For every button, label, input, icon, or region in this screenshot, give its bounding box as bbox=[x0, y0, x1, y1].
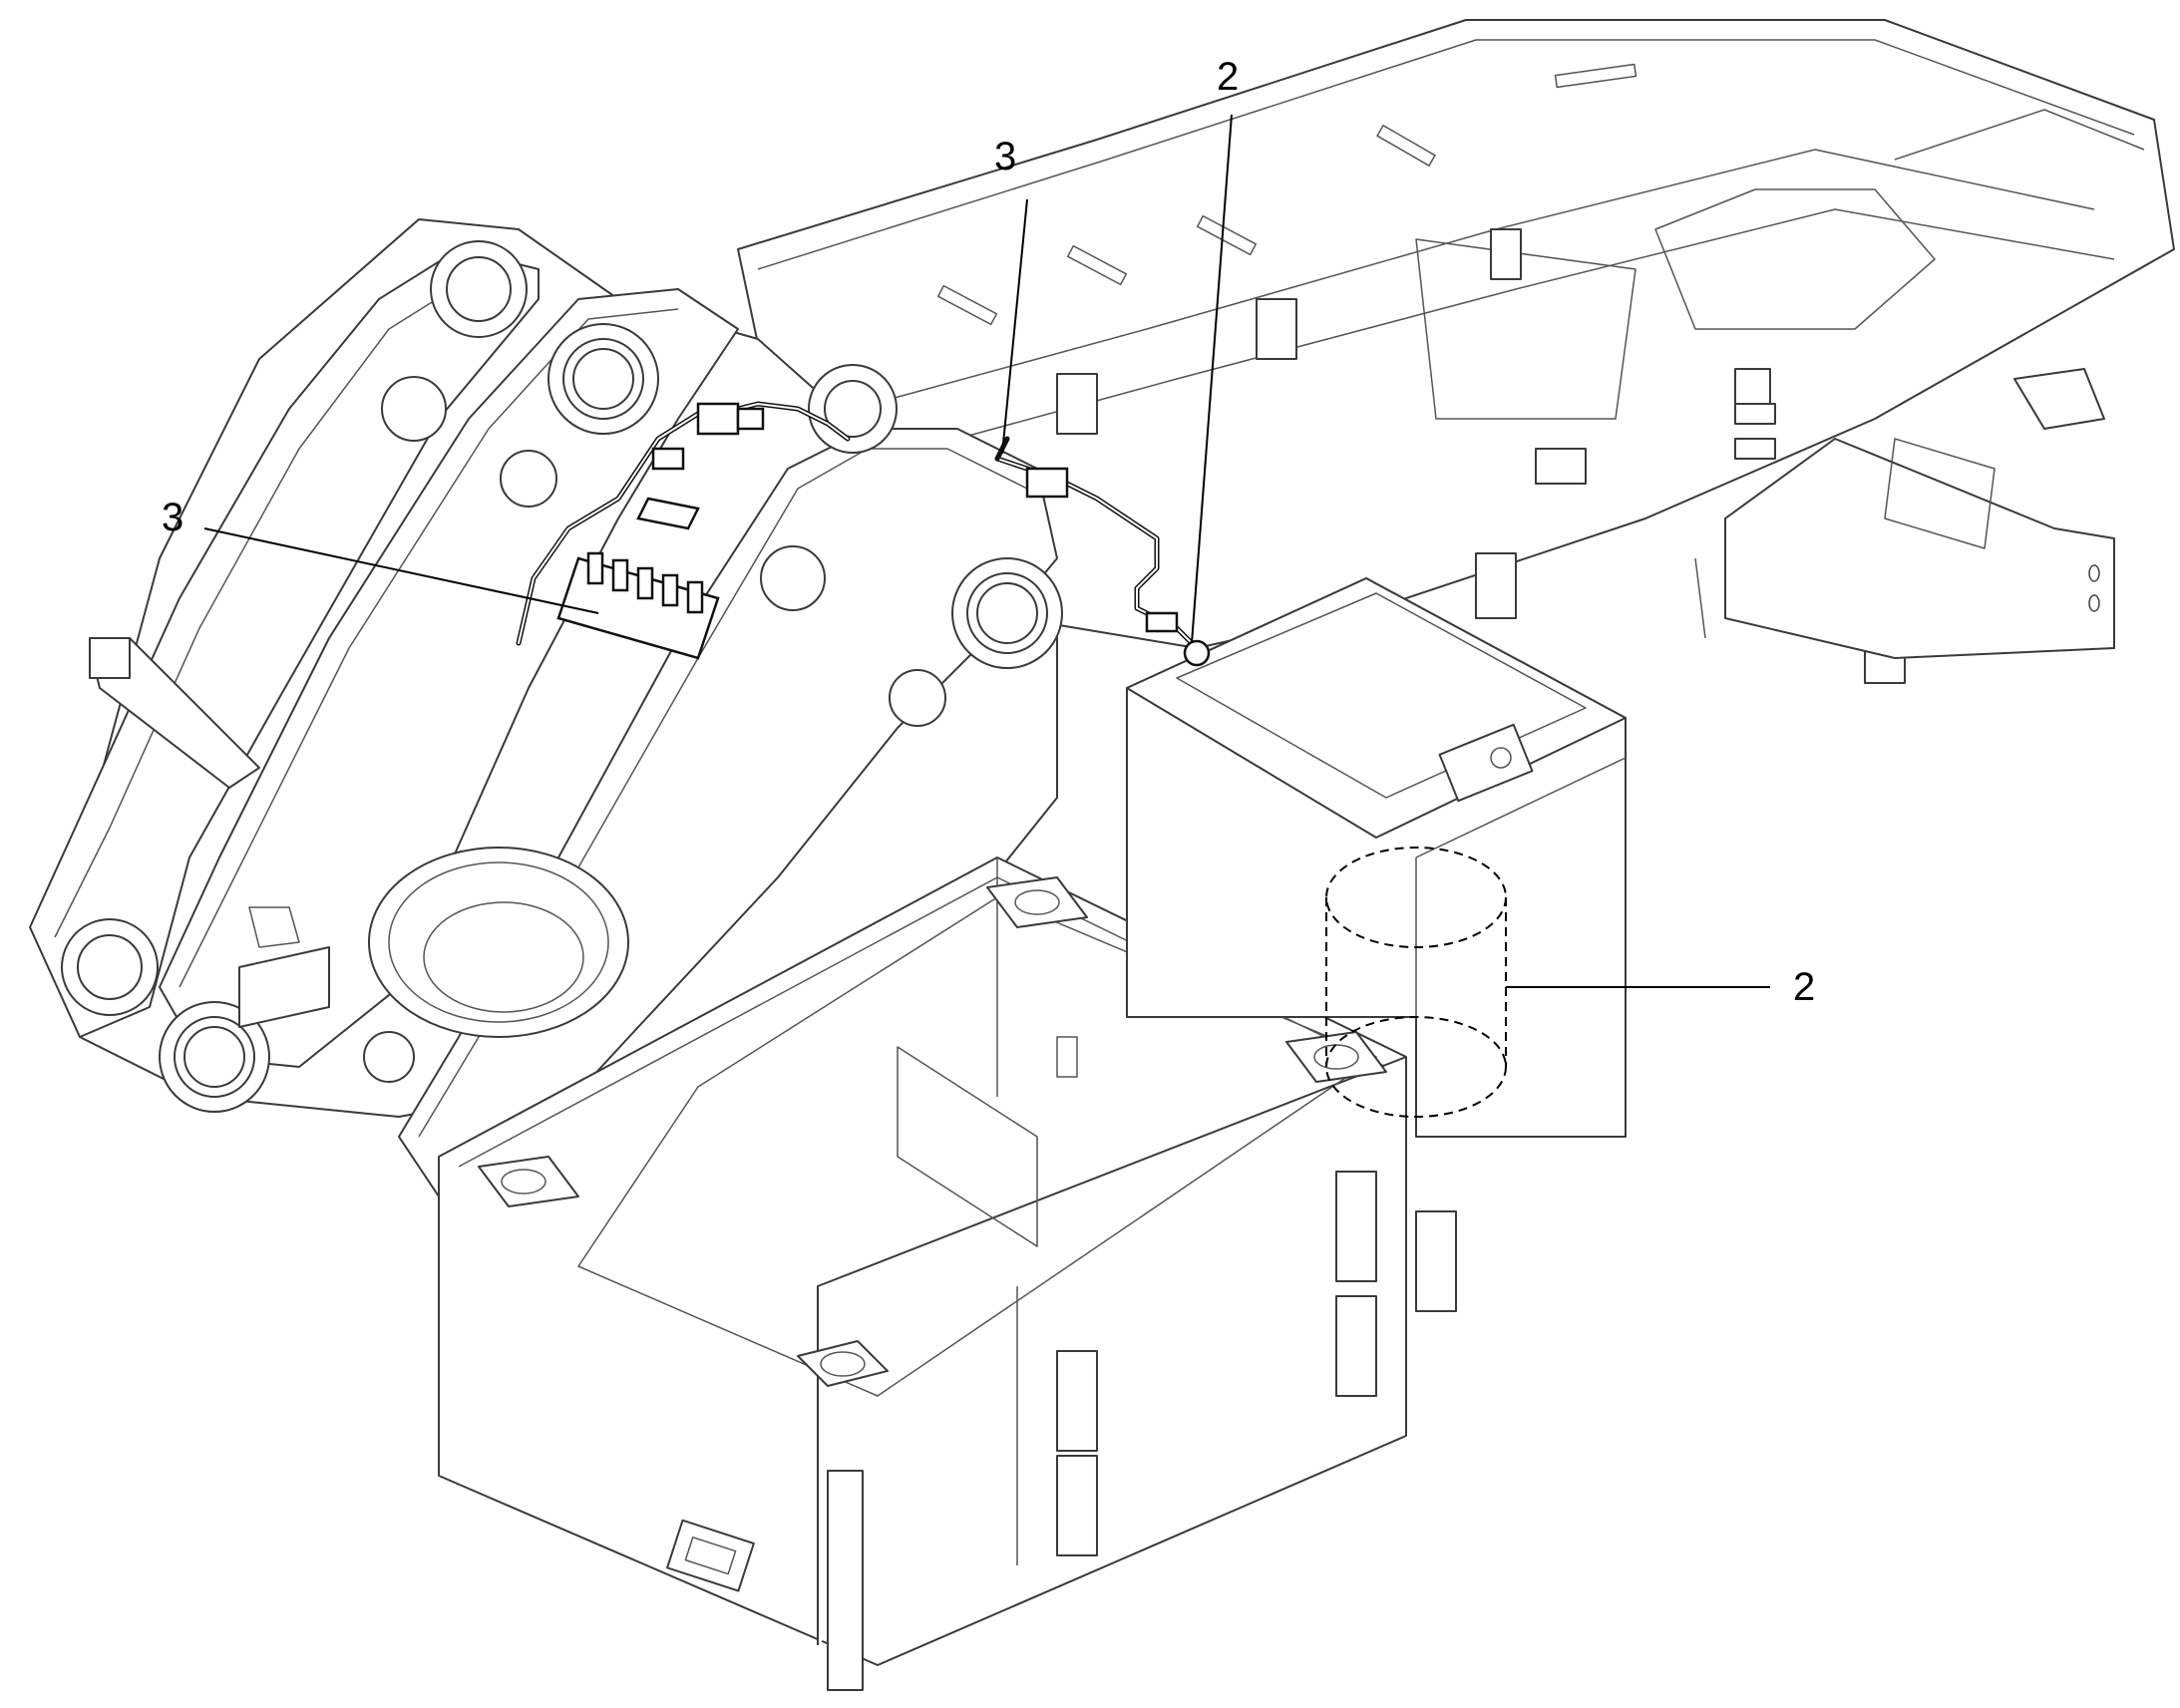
leader-2-top bbox=[1191, 114, 1233, 644]
hydraulic-lines bbox=[516, 401, 1211, 667]
callout-3-left: 3 bbox=[162, 496, 183, 539]
counterweight-box bbox=[438, 856, 1457, 1691]
leader-3-top bbox=[1001, 198, 1028, 455]
callout-2-right: 2 bbox=[1793, 965, 1815, 1009]
leader-3-left bbox=[203, 527, 599, 614]
lube-distributor bbox=[556, 551, 720, 660]
filter-dashed-outline bbox=[1325, 847, 1507, 1118]
hydraulic-tank bbox=[1126, 577, 1627, 1138]
slewing-ring bbox=[368, 847, 629, 1038]
pivot-bores bbox=[61, 240, 1063, 1113]
rear-frame bbox=[737, 19, 2175, 684]
callout-2-top: 2 bbox=[1217, 55, 1239, 99]
callout-3-top: 3 bbox=[994, 135, 1016, 178]
front-boom-frame bbox=[29, 218, 1063, 1197]
